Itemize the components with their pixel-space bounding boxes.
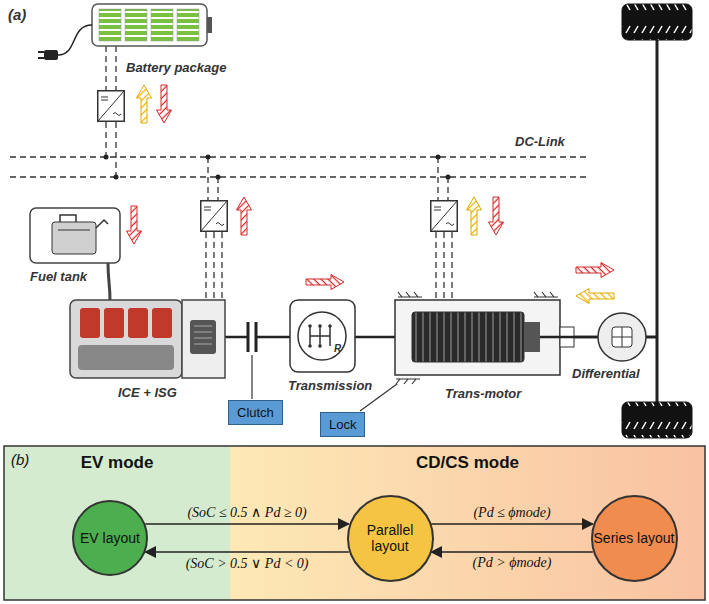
dc-link-lines — [10, 46, 590, 300]
part-name: Fuel tank — [30, 269, 87, 284]
panel-letter: (a) — [8, 6, 26, 23]
cdcs-mode-band: CD/CS modeParallel layout Series layout — [230, 446, 705, 600]
fuel-tank — [30, 208, 120, 300]
state-circle: Parallel layout — [347, 495, 434, 582]
mode-title: CD/CS mode — [230, 453, 705, 473]
engine-isg — [70, 300, 225, 378]
node-text: EV layout — [80, 530, 140, 546]
cdcs-band-ground — [230, 446, 705, 600]
lock-box: Lock — [320, 412, 365, 437]
trans-motor — [395, 292, 598, 384]
transition-arrow — [145, 551, 348, 553]
gear-letter: R — [334, 343, 341, 354]
bus-name: DC-Link — [515, 134, 565, 149]
part-name: Transmission — [288, 378, 372, 393]
transition-arrow — [431, 551, 593, 553]
clutch-box: Clutch — [228, 400, 283, 425]
transition-arrow — [145, 523, 348, 525]
transition-condition: (SoC > 0.5 ∨ Pd < 0) — [186, 555, 309, 572]
part-name: Battery package — [126, 60, 226, 75]
transition-condition: (SoC ≤ 0.5 ∧ Pd ≥ 0) — [187, 504, 306, 521]
junction-dots — [104, 155, 451, 180]
state-circle: EV layout — [72, 500, 148, 576]
mode-panel: (b)EV mode EV layout CD/CS modeParallel la… — [4, 446, 705, 600]
part-name: ICE + ISG — [118, 385, 177, 400]
battery-package — [38, 4, 212, 60]
ev-band-ground — [4, 446, 230, 600]
node-text: Series layout — [594, 530, 675, 546]
state-circle: Series layout — [591, 495, 678, 582]
ev-mode-band: EV mode EV layout — [4, 446, 230, 600]
panel-frame — [4, 446, 705, 600]
part-name: Trans-motor — [445, 386, 521, 401]
transition-condition: (Pd > ϕmode) — [473, 555, 552, 571]
transition-arrow — [431, 523, 593, 525]
node-text: Lock — [329, 417, 356, 432]
node-text: Clutch — [237, 405, 274, 420]
node-text: Parallel layout — [349, 522, 432, 554]
part-name: Differential — [572, 366, 640, 381]
clutch-leader — [251, 355, 252, 399]
panel-letter: (b) — [11, 451, 29, 468]
clutch-symbol — [248, 322, 256, 352]
transmission — [290, 300, 355, 372]
transition-condition: (Pd ≤ ϕmode) — [473, 505, 550, 521]
mode-title: EV mode — [4, 453, 230, 473]
